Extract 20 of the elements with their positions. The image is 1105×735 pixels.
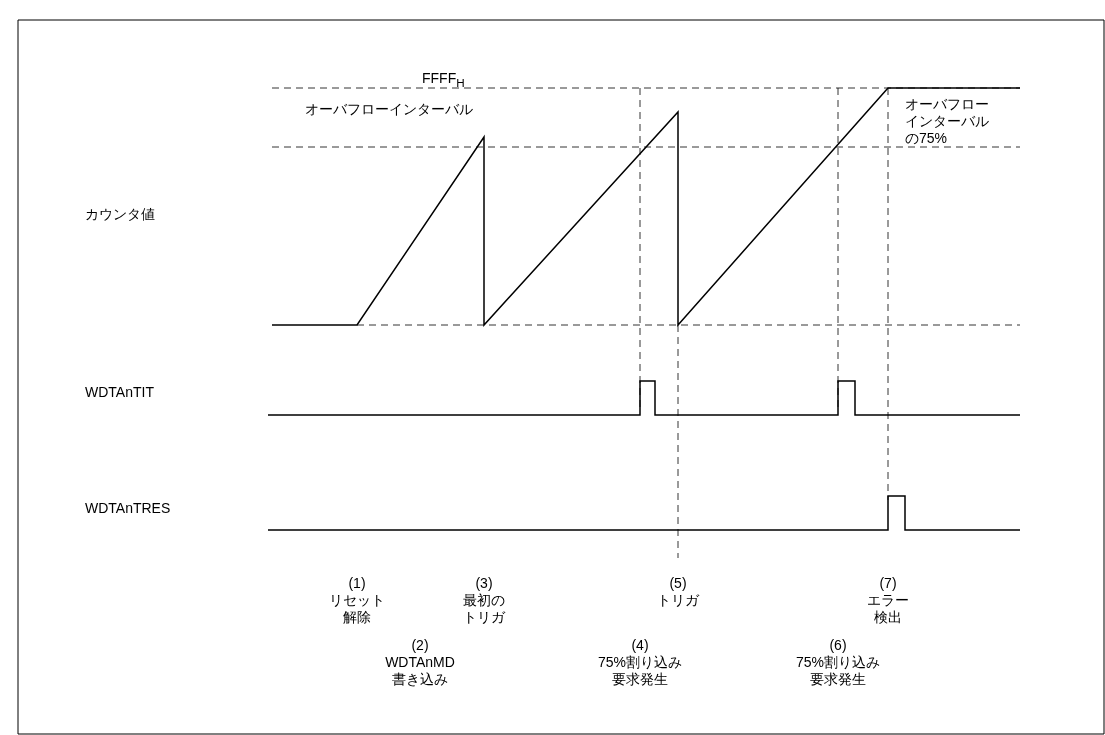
callout-number: (3) (475, 575, 493, 592)
event-label: 75%割り込み要求発生 (795, 654, 881, 688)
event-label: トリガ (656, 592, 701, 609)
callout-number: (6) (829, 637, 847, 654)
level-label: オーバフローインターバルの75% (905, 96, 990, 147)
signal-name: WDTAnTIT (85, 384, 154, 401)
callout-number: (2) (411, 637, 429, 654)
callout-number: (1) (348, 575, 366, 592)
axis-label: カウンタ値 (85, 206, 155, 223)
event-label: WDTAnMD書き込み (384, 654, 456, 688)
event-label: エラー検出 (866, 592, 910, 626)
event-label: 最初のトリガ (462, 592, 506, 626)
callout-number: (7) (879, 575, 897, 592)
signal-name: WDTAnTRES (85, 500, 171, 517)
event-label: リセット解除 (328, 592, 386, 626)
level-label: FFFF$_{H}$ (422, 70, 465, 91)
callout-number: (5) (669, 575, 687, 592)
level-label: オーバフローインターバル (305, 101, 473, 118)
callout-number: (4) (631, 637, 649, 654)
event-label: 75%割り込み要求発生 (597, 654, 683, 688)
